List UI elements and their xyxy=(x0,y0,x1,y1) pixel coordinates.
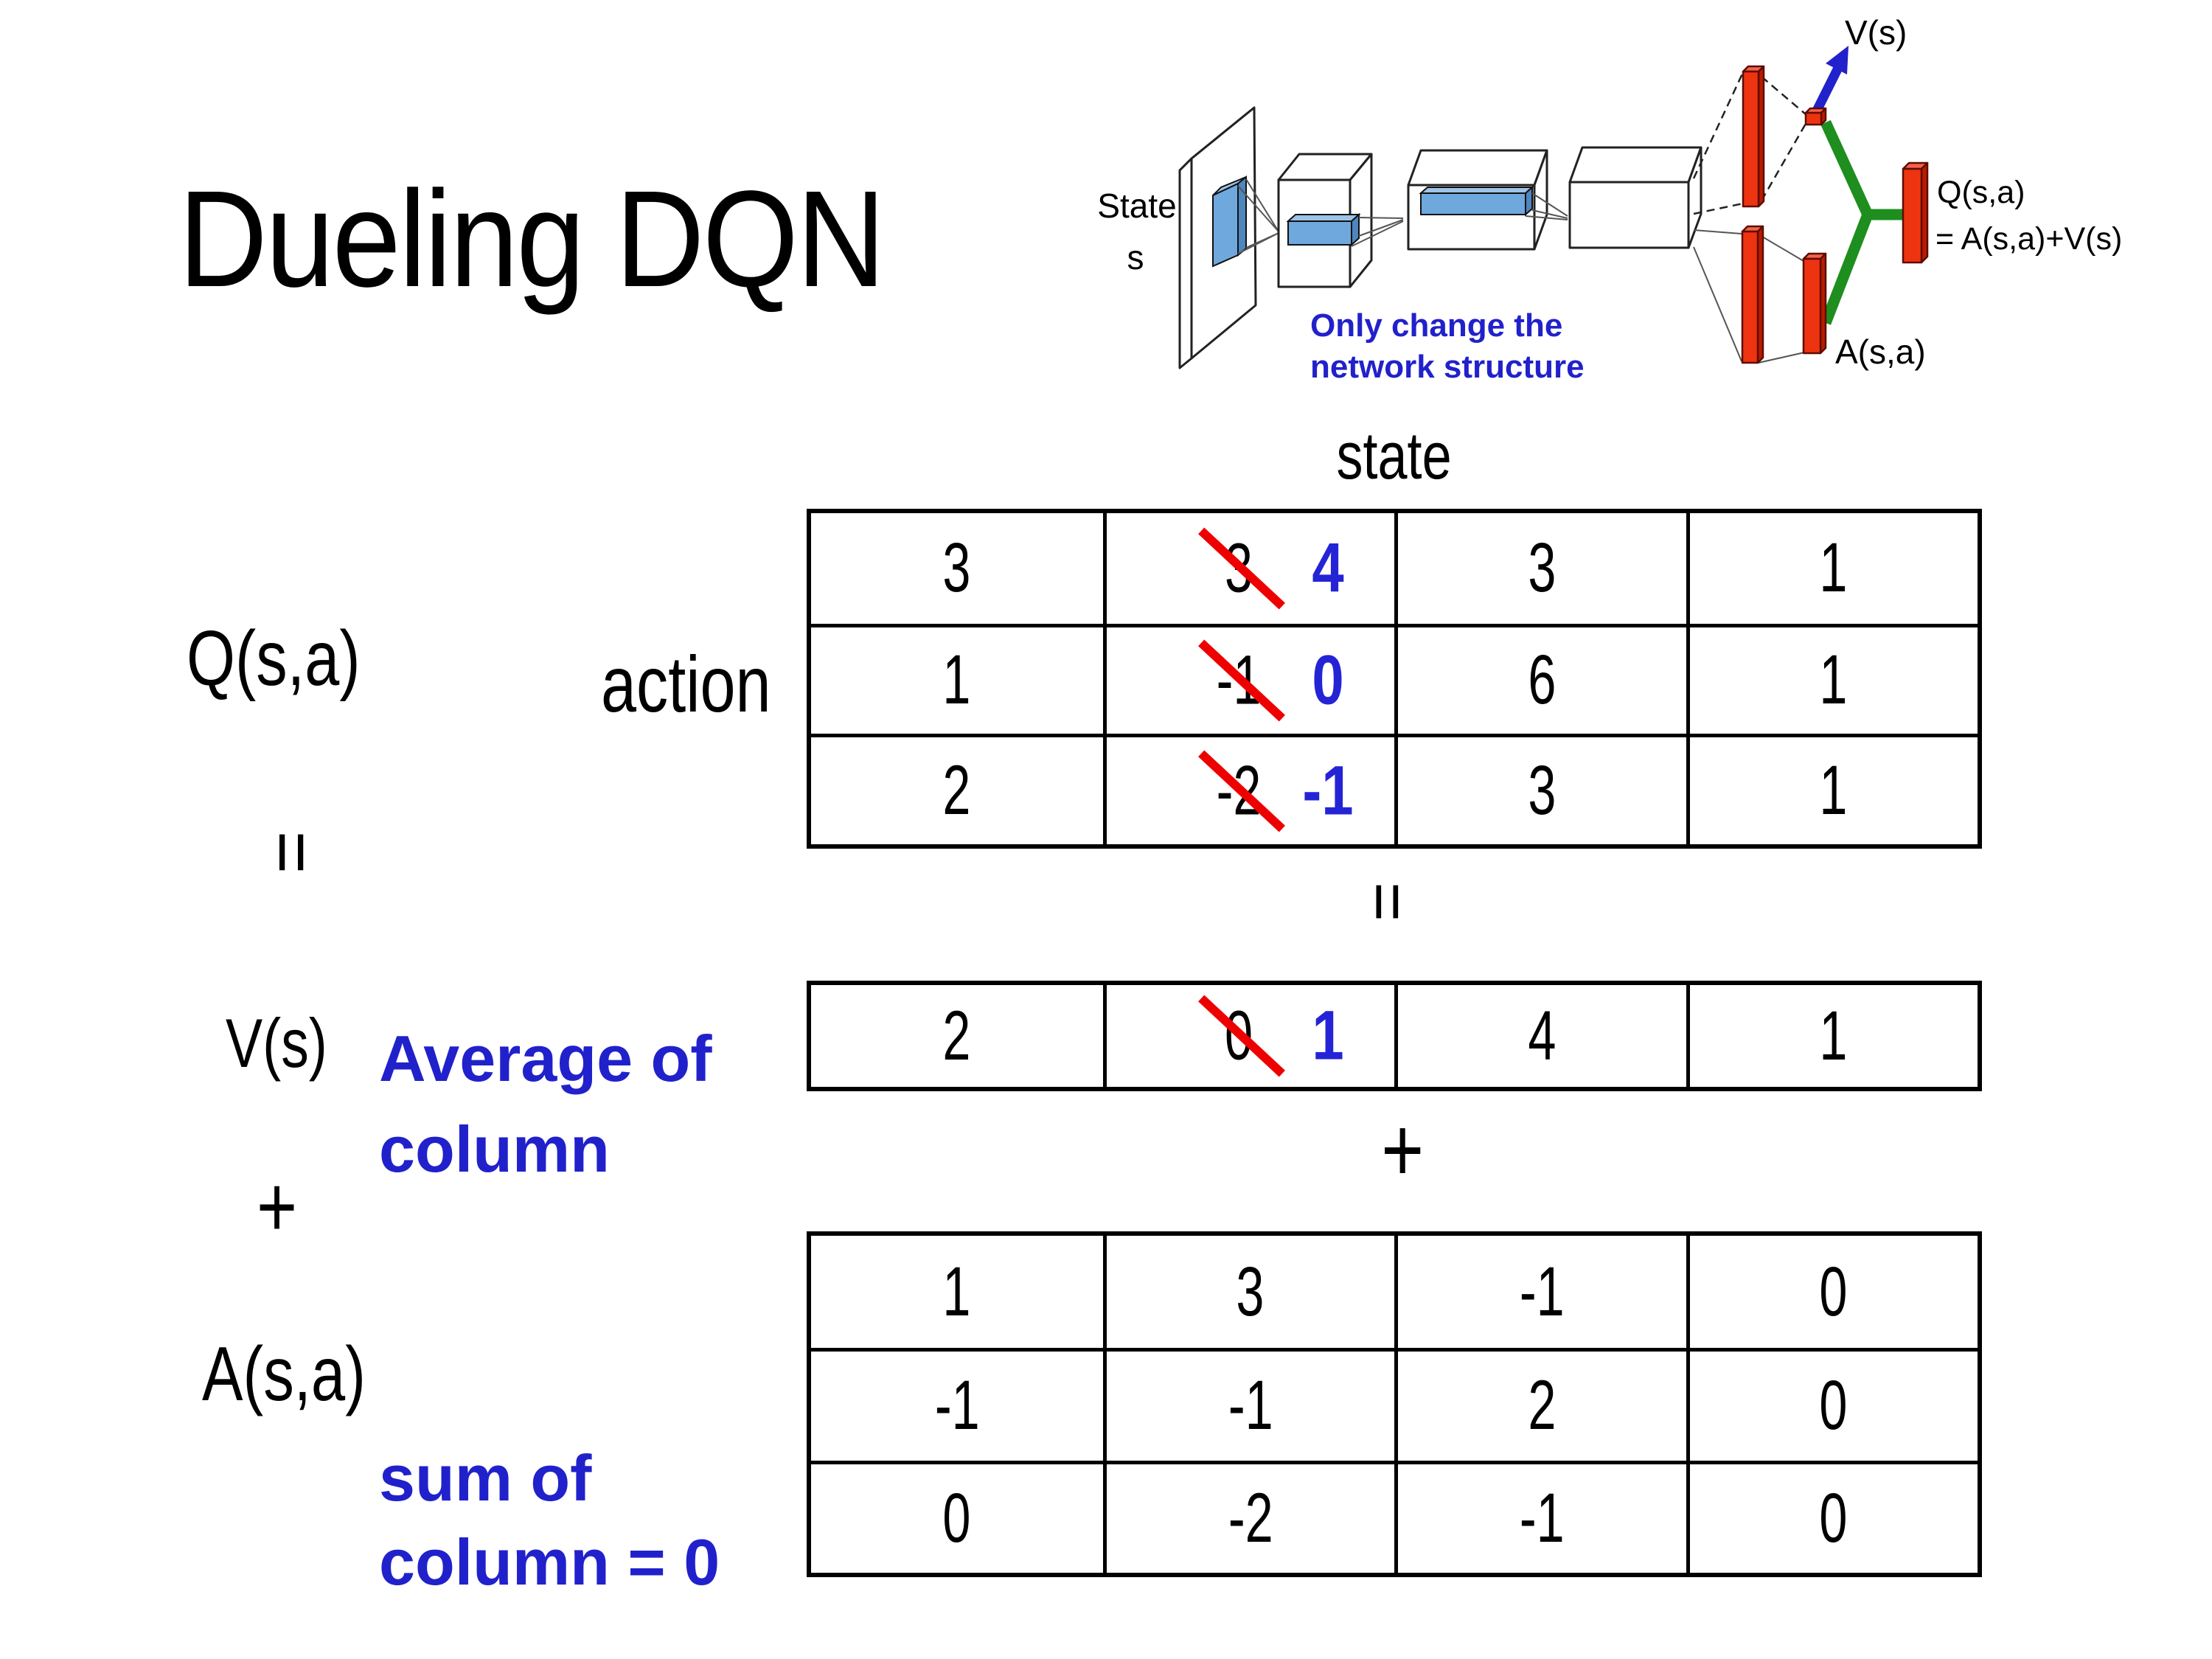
cell-value: 2 xyxy=(1528,1366,1557,1445)
table-cell: 1 xyxy=(1686,513,1978,624)
equals-sign-left: = xyxy=(251,830,333,874)
combine-connector xyxy=(1820,119,1905,325)
slide-title: Dueling DQN xyxy=(178,163,886,316)
cell-value: 2 xyxy=(942,996,971,1075)
diagram-state-s-label: s xyxy=(1127,238,1144,276)
table-cell: 6 xyxy=(1394,623,1686,734)
cell-value: 1 xyxy=(1819,529,1848,608)
advantage-bar xyxy=(1802,252,1827,355)
table-cell: 0 xyxy=(1686,1236,1978,1349)
cell-value: 2 xyxy=(942,751,971,830)
cell-value: 3 xyxy=(1236,1252,1265,1331)
diagram-q-label-line2: = A(s,a)+V(s) xyxy=(1935,221,2122,257)
cell-value: 3 xyxy=(1528,751,1557,830)
cell-value: 6 xyxy=(1528,641,1557,720)
cell-value: 0 xyxy=(1819,1478,1848,1557)
diagram-state-label: State xyxy=(1097,187,1176,225)
corrected-value: -1 xyxy=(1302,751,1354,830)
cell-value: 1 xyxy=(1819,641,1848,720)
table-cell: 1 xyxy=(1686,623,1978,734)
cell-value: -1 xyxy=(1519,1252,1565,1331)
diagram-a-label: A(s,a) xyxy=(1835,333,1926,371)
feature-bar-1 xyxy=(1286,212,1361,247)
conv-filter-icon xyxy=(1212,175,1247,268)
diagram-q-label-line1: Q(s,a) xyxy=(1937,175,2025,210)
diagram-v-label: V(s) xyxy=(1845,13,1907,52)
table-cell: 34 xyxy=(1102,513,1395,624)
cell-value: -2 xyxy=(1228,1478,1273,1557)
cell-value: 0 xyxy=(942,1478,971,1557)
table-cell: -1 xyxy=(1394,1460,1686,1573)
cell-value: 1 xyxy=(942,641,971,720)
table-cell: 2 xyxy=(811,734,1103,844)
table-cell: -2 xyxy=(1102,1460,1394,1573)
value-node xyxy=(1804,107,1827,126)
table-cell: 1 xyxy=(811,623,1103,734)
cell-value: 1 xyxy=(942,1252,971,1331)
table-cell: -1 xyxy=(811,1348,1103,1460)
table-cell: -10 xyxy=(1102,623,1394,734)
value-arrow-icon xyxy=(1812,46,1848,113)
state-axis-label: state xyxy=(1336,420,1453,493)
corrected-value: 4 xyxy=(1312,529,1344,608)
table-cell: 3 xyxy=(811,513,1103,624)
q-output-bar xyxy=(1902,161,1929,264)
diagram-note-line1: Only change the xyxy=(1310,307,1562,344)
table-cell: 1 xyxy=(1686,734,1978,844)
table-cell: 3 xyxy=(1394,734,1686,844)
table-cell: -1 xyxy=(1394,1236,1686,1349)
network-architecture-diagram: State s V(s) Q(s,a) = A(s,a)+V(s) A(s,a)… xyxy=(1097,13,2122,385)
feature-bar-2 xyxy=(1419,185,1534,217)
state-value-table: 2 01 4 1 xyxy=(807,981,1982,1091)
cell-value: 1 xyxy=(1819,996,1848,1075)
fc-bar-top xyxy=(1742,65,1765,208)
cell-value: -1 xyxy=(934,1366,980,1445)
cell-value: 3 xyxy=(942,529,971,608)
a-term-label: A(s,a) xyxy=(202,1332,366,1417)
table-cell: 3 xyxy=(1102,1236,1395,1349)
q-term-label: Q(s,a) xyxy=(187,615,361,702)
cell-value: -1 xyxy=(1228,1366,1273,1445)
equals-sign-mid: = xyxy=(1349,882,1425,922)
v-term-label: V(s) xyxy=(226,1004,327,1082)
conv-box-3 xyxy=(1568,146,1703,249)
table-cell: 01 xyxy=(1102,985,1395,1087)
table-cell: 0 xyxy=(1686,1460,1978,1573)
table-cell: 3 xyxy=(1394,513,1686,624)
corrected-value: 1 xyxy=(1312,996,1344,1075)
diagram-note-line2: network structure xyxy=(1310,349,1585,385)
advantage-table: 1 3 -1 0 -1 -1 2 0 0 -2 -1 0 xyxy=(807,1231,1982,1577)
table-cell: 0 xyxy=(811,1460,1103,1573)
cell-value: 3 xyxy=(1528,529,1557,608)
cell-value: 0 xyxy=(1819,1252,1848,1331)
cell-value: 1 xyxy=(1819,751,1848,830)
fc-bar-bottom xyxy=(1741,225,1764,364)
plus-sign-left: + xyxy=(257,1158,298,1256)
table-cell: -2-1 xyxy=(1102,734,1394,844)
table-cell: 1 xyxy=(811,1236,1103,1348)
table-cell: 4 xyxy=(1394,985,1686,1087)
table-cell: 1 xyxy=(1686,985,1978,1087)
cell-value: 0 xyxy=(1819,1366,1848,1445)
cell-value: 4 xyxy=(1528,996,1557,1075)
table-cell: 2 xyxy=(1394,1348,1686,1461)
cell-value: -1 xyxy=(1519,1478,1565,1557)
plus-sign-mid: + xyxy=(1381,1099,1424,1201)
corrected-value: 0 xyxy=(1312,641,1344,720)
table-cell: 0 xyxy=(1686,1348,1978,1461)
action-axis-label: action xyxy=(601,639,771,728)
table-cell: -1 xyxy=(1102,1348,1394,1461)
table-cell: 2 xyxy=(811,985,1103,1087)
